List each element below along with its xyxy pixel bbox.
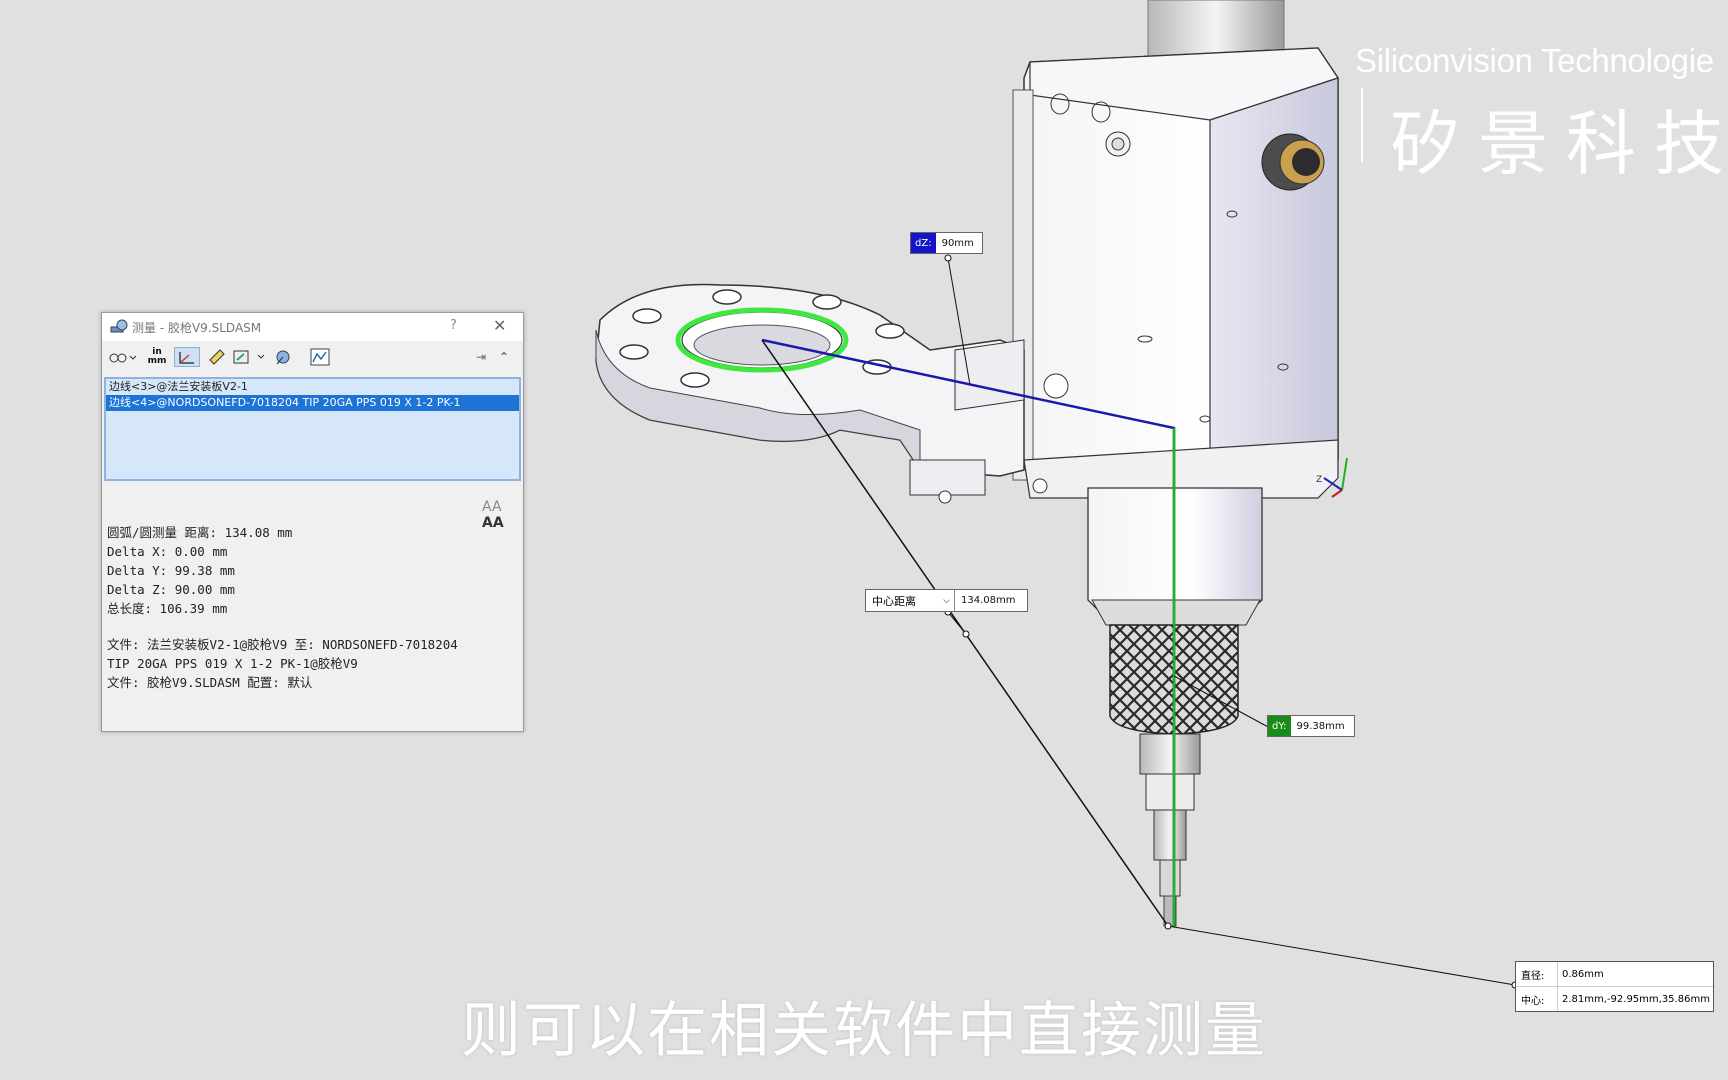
point-to-point-button[interactable]	[206, 347, 228, 367]
selection-item[interactable]: 边线<3>@法兰安装板V2-1	[109, 380, 248, 393]
measure-dialog[interactable]: 测量 - 胶枪V9.SLDASM ? ✕ in mm	[101, 312, 524, 732]
center-label: 中心:	[1516, 987, 1558, 1011]
center-distance-dropdown[interactable]: 中心距离 ⌵	[866, 590, 955, 611]
chevron-down-icon: ⌵	[943, 595, 950, 606]
result-delta-x: Delta X: 0.00 mm	[107, 544, 228, 559]
font-size-controls: AA AA	[472, 499, 523, 531]
dy-tag: dY:	[1268, 716, 1291, 736]
increase-font-button[interactable]: AA	[482, 515, 504, 531]
dy-callout[interactable]: dY: 99.38mm	[1267, 715, 1355, 737]
measure-toolbar: in mm	[102, 341, 523, 373]
diameter-label: 直径:	[1516, 962, 1558, 986]
selection-item-selected[interactable]: 边线<4>@NORDSONEFD-7018204 TIP 20GA PPS 01…	[106, 395, 519, 411]
results-spacer	[107, 618, 519, 635]
measurement-history-button[interactable]	[308, 347, 332, 367]
xyz-icon	[179, 352, 194, 364]
close-button[interactable]: ✕	[493, 316, 507, 335]
measure-tool-icon	[110, 319, 128, 333]
result-total-length: 总长度: 106.39 mm	[107, 601, 228, 616]
measurement-results: 圆弧/圆测量 距离: 134.08 mm Delta X: 0.00 mm De…	[107, 523, 519, 692]
pin-icon[interactable]: ⇥	[475, 350, 487, 364]
decrease-font-button[interactable]: AA	[482, 499, 502, 515]
axis-triad-icon: Z	[1316, 457, 1348, 498]
watermark-english: Siliconvision Technologie	[1355, 42, 1714, 79]
video-subtitle: 则可以在相关软件中直接测量	[461, 996, 1267, 1066]
projection-icon	[276, 350, 290, 365]
circle-info-callout[interactable]: 直径: 0.86mm 中心: 2.81mm,-92.95mm,35.86mm	[1515, 961, 1714, 1012]
dz-tag: dZ:	[911, 233, 936, 253]
watermark-divider	[1361, 88, 1363, 162]
center-distance-callout[interactable]: 中心距离 ⌵ 134.08mm	[865, 589, 1028, 612]
selection-list[interactable]: 边线<3>@法兰安装板V2-1 边线<4>@NORDSONEFD-7018204…	[104, 377, 521, 481]
dz-callout[interactable]: dZ: 90mm	[910, 232, 983, 254]
dy-value: 99.38mm	[1296, 720, 1345, 732]
units-in-label: in	[152, 347, 162, 357]
units-mm-label: mm	[147, 356, 167, 366]
show-xyz-button[interactable]	[174, 347, 200, 367]
help-button[interactable]: ?	[450, 318, 457, 333]
result-file-config: 文件: 胶枪V9.SLDASM 配置: 默认	[107, 675, 313, 690]
arc-circle-options-button[interactable]	[108, 347, 138, 367]
coordinate-icon	[233, 350, 265, 364]
dispenser-model	[595, 0, 1339, 927]
diameter-value: 0.86mm	[1562, 968, 1604, 980]
result-file-from-to: 文件: 法兰安装板V2-1@胶枪V9 至: NORDSONEFD-7018204	[107, 637, 458, 652]
dialog-title-bar[interactable]: 测量 - 胶枪V9.SLDASM ? ✕	[102, 313, 523, 341]
svg-text:Z: Z	[1316, 475, 1322, 485]
dialog-title: 测量 - 胶枪V9.SLDASM	[132, 321, 262, 335]
history-chart-icon	[310, 348, 330, 366]
center-distance-value: 134.08mm	[961, 595, 1016, 606]
result-file-target: TIP 20GA PPS 019 X 1-2 PK-1@胶枪V9	[107, 656, 358, 671]
center-distance-label: 中心距离	[872, 594, 916, 608]
projection-button[interactable]	[272, 347, 294, 367]
watermark-chinese: 矽景科技	[1390, 103, 1728, 185]
arc-options-icon	[109, 353, 137, 363]
result-delta-z: Delta Z: 90.00 mm	[107, 582, 235, 597]
center-value: 2.81mm,-92.95mm,35.86mm	[1562, 993, 1710, 1005]
coordinate-system-button[interactable]	[232, 347, 266, 367]
collapse-icon[interactable]: ⌃	[498, 350, 510, 364]
dz-value: 90mm	[941, 237, 974, 249]
result-delta-y: Delta Y: 99.38 mm	[107, 563, 235, 578]
ruler-icon	[209, 349, 225, 365]
selected-circle-edge	[675, 307, 849, 373]
result-arc-distance: 圆弧/圆测量 距离: 134.08 mm	[107, 525, 293, 540]
units-precision-button[interactable]: in mm	[146, 347, 168, 367]
